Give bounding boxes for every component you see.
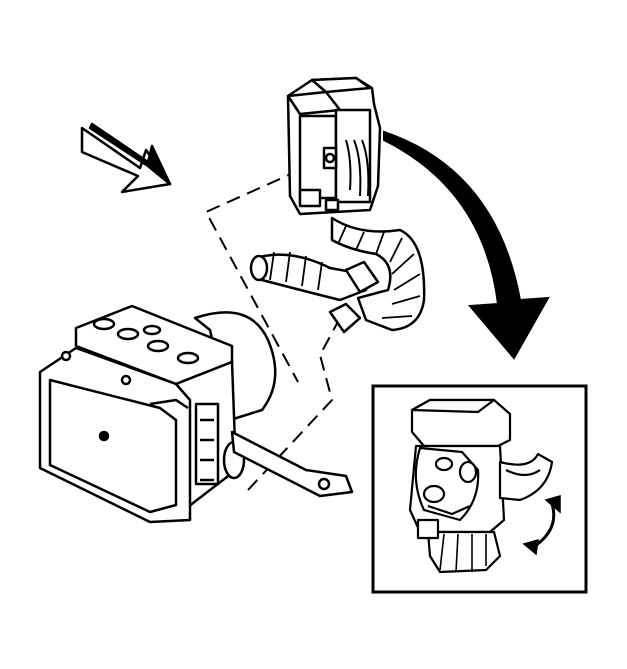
leader-lines: [204, 169, 341, 491]
direction-arrow: [80, 122, 172, 194]
ebcm-module-assembly: [38, 304, 277, 524]
wiring-harness-connector: [286, 76, 382, 216]
rotation-arrow: [383, 130, 550, 360]
wiring-harness-conduit: [249, 216, 426, 334]
detail-inset-view: [371, 384, 588, 594]
bracket: [230, 430, 354, 498]
rotate-motion-arrow: [522, 495, 561, 556]
